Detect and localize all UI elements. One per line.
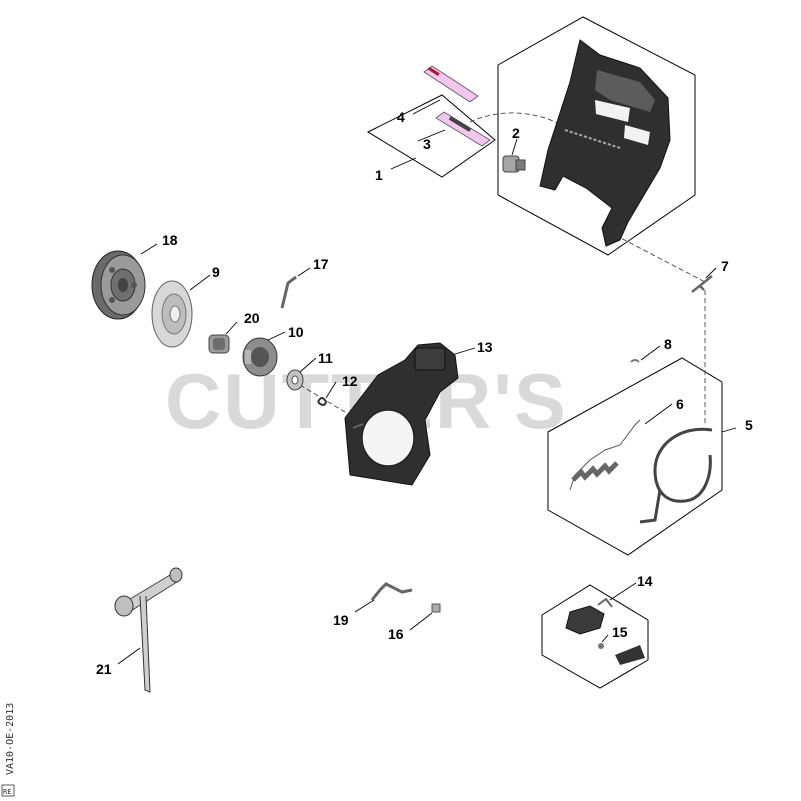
part-lever-kit xyxy=(565,597,645,665)
corner-code-box xyxy=(1,784,15,797)
callout-4: 4 xyxy=(397,109,405,125)
part-decal-3 xyxy=(435,111,491,147)
callout-10: 10 xyxy=(288,324,304,340)
part-pin-2 xyxy=(502,155,526,173)
callout-16: 16 xyxy=(388,626,404,642)
callout-6: 6 xyxy=(676,396,684,412)
part-brake-band xyxy=(639,427,713,524)
callout-14: 14 xyxy=(637,573,653,589)
callout-8: 8 xyxy=(664,336,672,352)
part-hand-guard xyxy=(539,39,671,247)
callout-9: 9 xyxy=(212,264,220,280)
callout-17: 17 xyxy=(313,256,329,272)
side-drawing-code: VA10-OE-2013 xyxy=(5,703,16,775)
callout-1: 1 xyxy=(375,167,383,183)
frame-brake-band xyxy=(547,357,723,556)
dash-guard-to-pin xyxy=(614,234,706,283)
callout-18: 18 xyxy=(162,232,178,248)
callout-11: 11 xyxy=(318,350,333,366)
frame-labels xyxy=(366,94,496,178)
part-needle-cage xyxy=(208,334,230,354)
part-washer xyxy=(286,369,304,391)
callout-20: 20 xyxy=(244,310,260,326)
part-decal-4 xyxy=(423,65,479,103)
part-sprocket-cover xyxy=(344,342,459,486)
callout-15: 15 xyxy=(612,624,628,640)
callout-19: 19 xyxy=(333,612,349,628)
dash-label-to-guard xyxy=(469,112,571,131)
part-clutch-drum xyxy=(91,250,146,320)
part-clip-8 xyxy=(630,359,640,363)
part-nut-16 xyxy=(431,603,441,613)
part-hook-17 xyxy=(280,275,297,309)
corner-code: RE xyxy=(3,788,11,796)
callout-5: 5 xyxy=(745,417,753,433)
callout-12: 12 xyxy=(342,373,358,389)
leader-lines xyxy=(117,99,737,665)
callout-2: 2 xyxy=(512,125,520,141)
part-tension-spring xyxy=(569,419,641,491)
frame-kit-14 xyxy=(541,584,649,689)
callout-21: 21 xyxy=(96,661,112,677)
part-spur-plate xyxy=(151,280,193,348)
part-clutch xyxy=(242,337,278,377)
part-lever-19 xyxy=(370,582,413,601)
callout-3: 3 xyxy=(423,136,431,152)
part-e-clip xyxy=(317,397,328,406)
callout-7: 7 xyxy=(721,258,729,274)
frame-chain-guard xyxy=(497,16,696,256)
callout-13: 13 xyxy=(477,339,493,355)
part-pin-7 xyxy=(691,275,713,293)
part-combi-wrench xyxy=(114,567,183,693)
